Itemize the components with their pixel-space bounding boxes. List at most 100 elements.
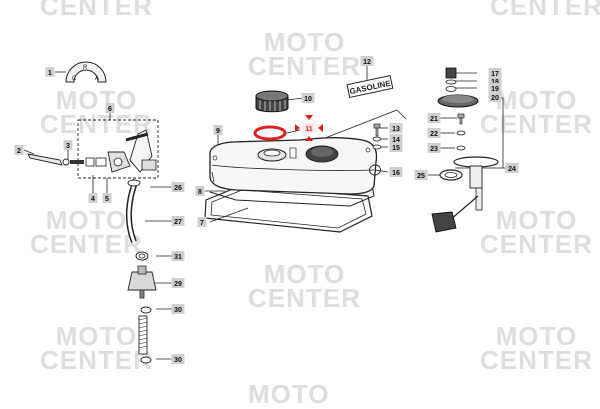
callout-part-11[interactable]: 11	[302, 123, 316, 133]
tap-label-r: R	[83, 65, 88, 71]
callout-number: 1	[48, 70, 52, 77]
callout-box	[427, 113, 441, 123]
callout-number: 20	[491, 95, 499, 102]
callout-part-16[interactable]: 16	[389, 167, 403, 177]
callout-part-5[interactable]: 5	[102, 193, 112, 203]
callout-number: 31	[174, 254, 182, 261]
callout-number: 10	[304, 96, 312, 103]
callout-part-30[interactable]: 30	[171, 354, 185, 364]
watermark-line: CENTER	[480, 229, 593, 259]
callout-box	[488, 92, 502, 102]
diagram-canvas: C R A	[14, 56, 519, 364]
callout-part-26[interactable]: 26	[171, 182, 185, 192]
callout-box	[63, 140, 73, 150]
callout-number: 23	[430, 146, 438, 153]
watermark-line: MOTO	[55, 85, 138, 115]
callout-box	[171, 216, 185, 226]
callout-part-3[interactable]: 3	[63, 140, 73, 150]
callout-number: 13	[392, 126, 400, 133]
callout-number: 30	[174, 357, 182, 364]
callout-number: 5	[105, 196, 109, 203]
fuel-cap	[255, 90, 289, 113]
callout-part-18[interactable]: 18	[488, 76, 502, 86]
callout-number: 4	[91, 196, 95, 203]
highlight-arrow-icon	[305, 136, 313, 141]
watermark-line: MOTO	[45, 205, 128, 235]
mounting-screws	[372, 123, 382, 150]
callout-part-29[interactable]: 29	[171, 278, 185, 288]
callout-box	[427, 128, 441, 138]
hose-clip	[369, 164, 381, 176]
watermark-line: MOTO	[495, 205, 578, 235]
callout-number: 29	[174, 281, 182, 288]
sender-screws	[456, 113, 466, 151]
callout-number: 3	[66, 143, 70, 150]
watermark-line: CENTER	[248, 51, 361, 81]
callout-part-17[interactable]: 17	[488, 68, 502, 78]
callout-box	[14, 145, 24, 155]
callout-box	[102, 193, 112, 203]
highlight-arrows	[295, 115, 323, 141]
callout-number: 6	[108, 106, 112, 113]
callout-box	[360, 56, 374, 66]
watermark-line: MOTO	[263, 259, 346, 289]
watermark-line: MOTO	[263, 27, 346, 57]
callout-box	[389, 123, 403, 133]
callout-box	[171, 278, 185, 288]
callout-number: 26	[174, 185, 182, 192]
fuel-hose	[125, 178, 157, 364]
callout-part-20[interactable]: 20	[488, 92, 502, 102]
callout-part-21[interactable]: 21	[427, 113, 441, 123]
callout-box	[302, 123, 316, 133]
callout-part-23[interactable]: 23	[427, 143, 441, 153]
callout-box	[45, 67, 55, 77]
watermark-line: MOTO	[495, 321, 578, 351]
callout-number: 16	[392, 170, 400, 177]
gasoline-sticker: GASOLINE	[346, 74, 394, 99]
watermark: CENTER	[40, 0, 153, 19]
callout-part-8[interactable]: 8	[195, 186, 205, 196]
callout-part-2[interactable]: 2	[14, 145, 24, 155]
callout-part-10[interactable]: 10	[301, 93, 315, 103]
watermark-line: CENTER	[30, 229, 143, 259]
callout-part-27[interactable]: 27	[171, 216, 185, 226]
callout-number: 9	[216, 128, 220, 135]
watermark-line: MOTO	[55, 321, 138, 351]
callout-number: 15	[392, 145, 400, 152]
callout-part-24[interactable]: 24	[505, 163, 519, 173]
callout-part-7[interactable]: 7	[197, 217, 207, 227]
callout-part-31[interactable]: 31	[171, 251, 185, 261]
callout-box	[197, 217, 207, 227]
callout-box	[213, 125, 223, 135]
callout-part-4[interactable]: 4	[88, 193, 98, 203]
watermark-line: CENTER	[40, 109, 153, 139]
callout-part-9[interactable]: 9	[213, 125, 223, 135]
callout-part-22[interactable]: 22	[427, 128, 441, 138]
watermark-line: CENTER	[480, 345, 593, 375]
callout-part-25[interactable]: 25	[414, 170, 428, 180]
callout-part-19[interactable]: 19	[488, 83, 502, 93]
callout-part-30[interactable]: 30	[171, 304, 185, 314]
watermark: CENTER	[490, 0, 600, 19]
callout-part-14[interactable]: 14	[389, 134, 403, 144]
callout-number: 25	[417, 173, 425, 180]
callout-part-1[interactable]: 1	[45, 67, 55, 77]
watermark-line: CENTER	[248, 283, 361, 313]
callout-number: 7	[200, 220, 204, 227]
callout-number: 17	[491, 71, 499, 78]
callout-part-13[interactable]: 13	[389, 123, 403, 133]
callout-part-6[interactable]: 6	[105, 103, 115, 113]
callout-box	[389, 134, 403, 144]
callout-number: 11	[305, 126, 313, 133]
callout-part-12[interactable]: 12	[360, 56, 374, 66]
watermark-line: MOTO	[495, 85, 578, 115]
callout-part-15[interactable]: 15	[389, 142, 403, 152]
